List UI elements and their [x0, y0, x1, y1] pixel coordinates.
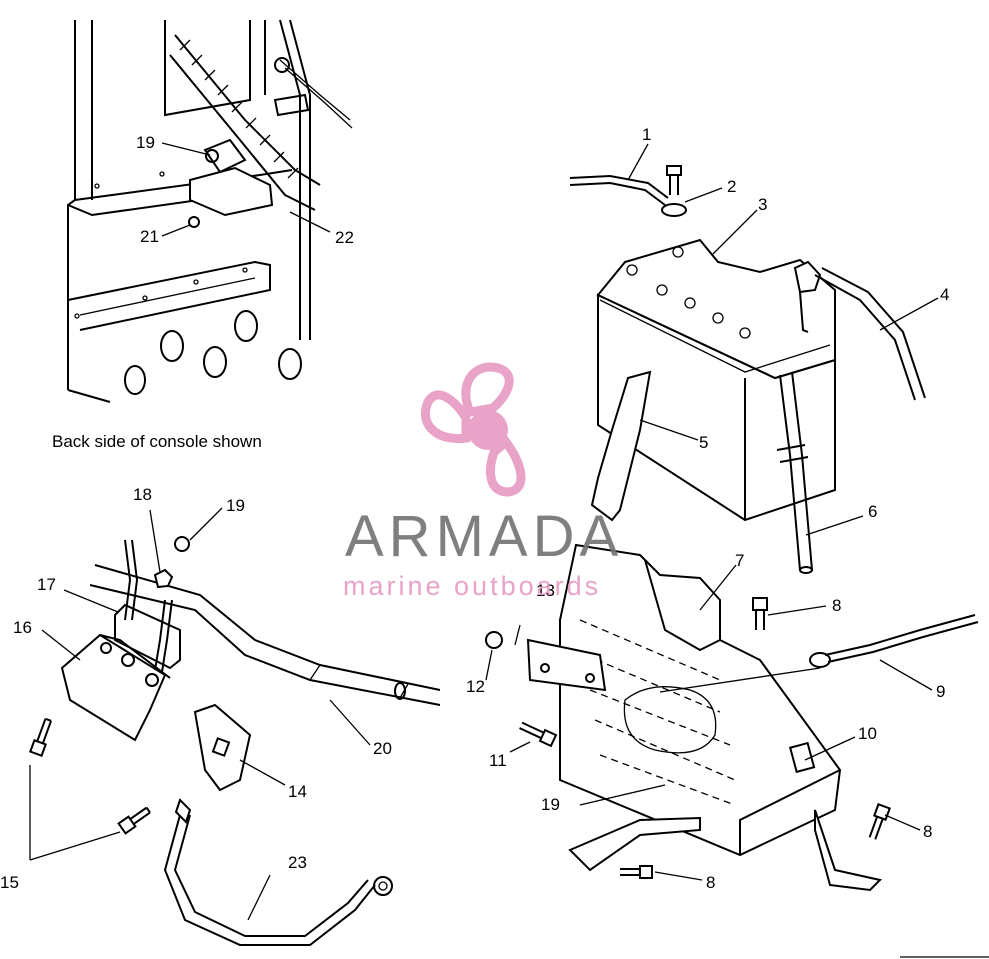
callout-6: 6 — [868, 502, 877, 521]
callout-10: 10 — [858, 724, 877, 743]
callout-1: 1 — [642, 125, 651, 144]
callout-9: 9 — [936, 682, 945, 701]
solenoid-assembly: 18 19 17 16 20 14 15 23 — [0, 485, 441, 946]
callout-8: 8 — [923, 822, 932, 841]
callout-21: 21 — [140, 227, 159, 246]
callout-16: 16 — [13, 618, 32, 637]
watermark-tagline: marine outboards — [343, 571, 601, 601]
caption: Back side of console shown — [52, 432, 262, 451]
callout-4: 4 — [940, 285, 949, 304]
callout-19: 19 — [226, 496, 245, 515]
callout-19: 19 — [541, 795, 560, 814]
console-back-view: 19 21 22 — [67, 19, 354, 403]
callout-2: 2 — [727, 177, 736, 196]
callout-23: 23 — [288, 853, 307, 872]
callout-22: 22 — [335, 228, 354, 247]
callout-3: 3 — [758, 195, 767, 214]
callout-11: 11 — [489, 751, 507, 770]
callout-17: 17 — [37, 575, 56, 594]
callout-8: 8 — [706, 873, 715, 892]
callout-18: 18 — [133, 485, 152, 504]
propeller-icon — [421, 362, 526, 497]
callout-7: 7 — [735, 551, 744, 570]
watermark-brand: ARMADA — [345, 504, 623, 569]
callout-8: 8 — [832, 596, 841, 615]
watermark: ARMADA marine outboards — [343, 362, 623, 601]
callout-12: 12 — [466, 677, 485, 696]
callout-19: 19 — [136, 133, 155, 152]
callout-15: 15 — [0, 873, 19, 892]
callout-13: 13 — [536, 581, 555, 600]
callout-14: 14 — [288, 782, 307, 801]
callout-5: 5 — [699, 433, 708, 452]
battery-assembly: 1 2 3 4 5 6 7 8 9 10 11 12 13 19 8 8 — [466, 125, 979, 892]
callout-20: 20 — [373, 739, 392, 758]
